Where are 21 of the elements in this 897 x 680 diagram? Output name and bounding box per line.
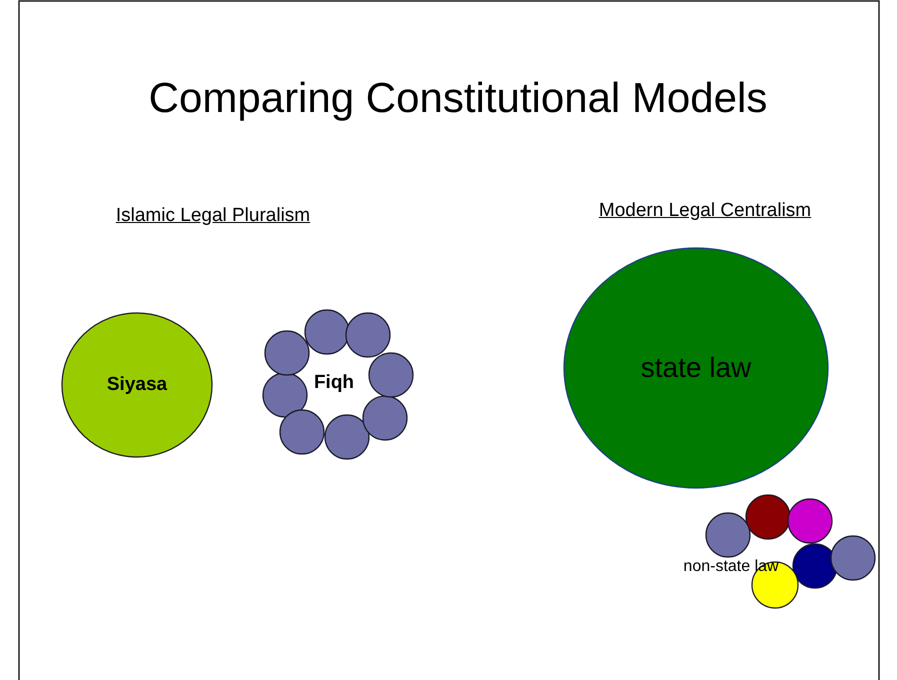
circle [830,535,876,581]
circle [705,512,751,558]
circle [264,330,310,376]
circle [324,414,370,460]
section-heading: Islamic Legal Pluralism [116,205,310,227]
circle [792,543,838,589]
circle-label: state law [640,352,752,384]
circle [345,312,391,358]
section-heading: Modern Legal Centralism [598,200,812,222]
circle [368,352,414,398]
circle [362,395,408,441]
circle [279,409,325,455]
circle [304,309,350,355]
circle [745,494,791,540]
circle [262,372,308,418]
circle-label: Siyasa [106,374,168,396]
group-label: Fiqh [314,372,354,394]
circle [787,498,833,544]
slide-title: Comparing Constitutional Models [148,74,768,122]
circle [563,247,829,489]
circle [61,312,213,458]
